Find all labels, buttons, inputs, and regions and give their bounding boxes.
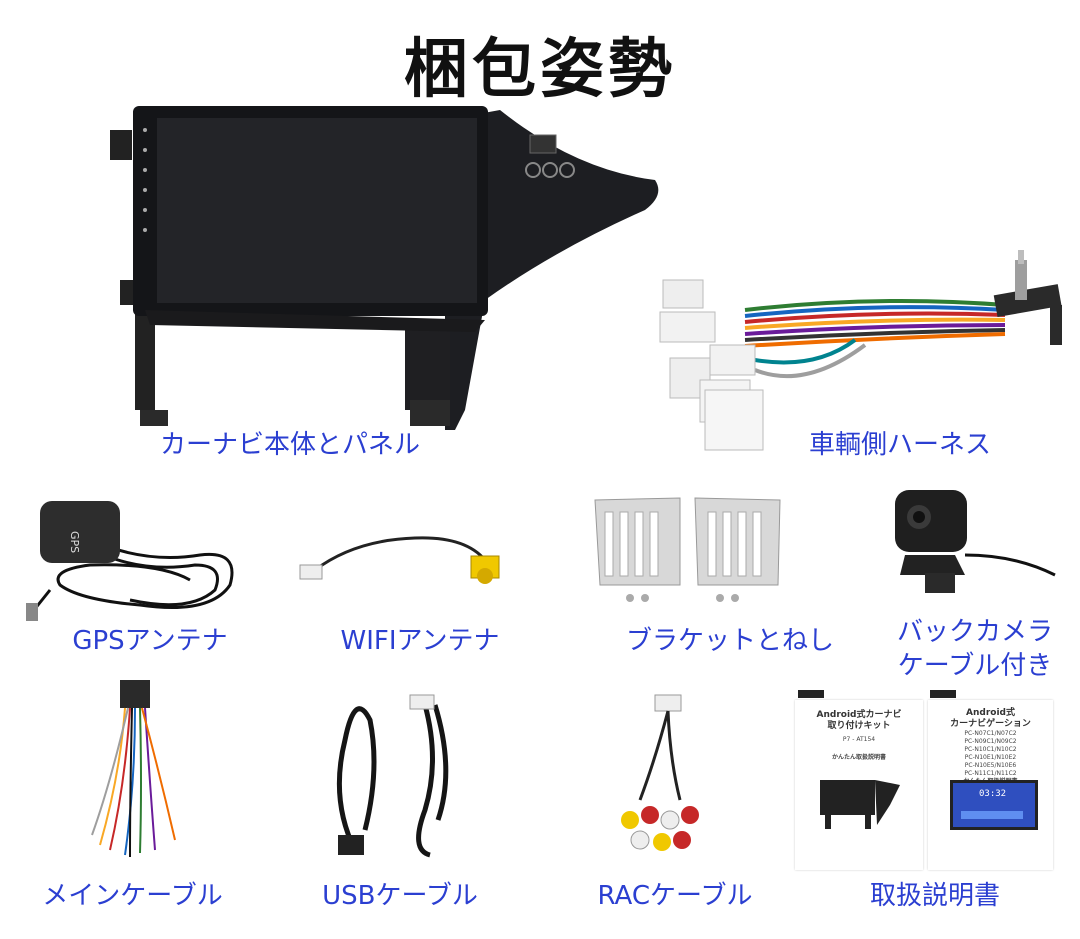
usb-cable-image bbox=[336, 694, 449, 858]
label-gps-antenna: GPSアンテナ bbox=[72, 626, 228, 656]
main-cable-image bbox=[91, 680, 176, 858]
back-camera-image bbox=[895, 490, 1056, 593]
manual-left-tab bbox=[798, 690, 824, 698]
manual-left-subtitle: かんたん取扱説明書 bbox=[831, 754, 886, 761]
vehicle-harness-image bbox=[659, 250, 1062, 451]
brackets-screws-image bbox=[594, 497, 781, 602]
label-usb-cable: USBケーブル bbox=[322, 881, 478, 911]
manual-right-model-0: PC-N07C1/N07C2 bbox=[964, 730, 1017, 737]
label-manual: 取扱説明書 bbox=[869, 881, 1000, 911]
manual-right-model-3: PC-N10E1/N10E2 bbox=[964, 754, 1017, 761]
gps-antenna-image: GPS bbox=[26, 501, 234, 621]
gps-puck-text: GPS bbox=[68, 531, 81, 553]
label-brackets-screws: ブラケットとねし bbox=[625, 626, 834, 656]
manual-left: Android式カーナビ 取り付けキット P7 - AT154 かんたん取扱説明… bbox=[795, 700, 923, 870]
label-main-cable: メインケーブル bbox=[42, 881, 223, 911]
manual-right-title2: カーナビゲーション bbox=[950, 719, 1031, 729]
manual-right-model-5: PC-N11C1/N11C2 bbox=[964, 770, 1017, 777]
page-title: 梱包姿勢 bbox=[404, 33, 676, 107]
label-car-navi-unit: カーナビ本体とパネル bbox=[160, 430, 421, 460]
label-vehicle-harness: 車輌側ハーネス bbox=[808, 430, 991, 460]
wifi-antenna-image bbox=[299, 536, 500, 584]
manual-right-title1: Android式 bbox=[966, 708, 1015, 718]
label-wifi-antenna: WIFIアンテナ bbox=[340, 626, 500, 656]
manual-right-model-2: PC-N10C1/N10C2 bbox=[964, 746, 1017, 753]
label-back-camera: バックカメラ ケーブル付き bbox=[880, 615, 1070, 683]
manual-right-screen-dock bbox=[961, 811, 1023, 819]
rca-cable-image bbox=[621, 694, 699, 851]
label-back-camera-line2: ケーブル付き bbox=[897, 651, 1053, 681]
manual-right: Android式 カーナビゲーション PC-N07C1/N07C2 PC-N09… bbox=[928, 700, 1053, 870]
manual-left-title1: Android式カーナビ bbox=[816, 710, 902, 720]
manual-left-panel-image bbox=[820, 780, 900, 829]
manual-left-title2: 取り付けキット bbox=[827, 721, 891, 731]
label-back-camera-line1: バックカメラ bbox=[896, 617, 1053, 647]
manual-right-model-4: PC-N10E5/N10E6 bbox=[964, 762, 1017, 769]
manual-right-screen-time: 03:32 bbox=[979, 789, 1007, 799]
manual-right-screen: 03:32 bbox=[950, 780, 1038, 830]
manual-right-model-1: PC-N09C1/N09C2 bbox=[964, 738, 1017, 745]
manual-right-tab bbox=[930, 690, 956, 698]
label-rca-cable: RACケーブル bbox=[597, 881, 753, 911]
car-navi-unit-image bbox=[110, 106, 659, 430]
manual-left-model: P7 - AT154 bbox=[842, 736, 876, 743]
